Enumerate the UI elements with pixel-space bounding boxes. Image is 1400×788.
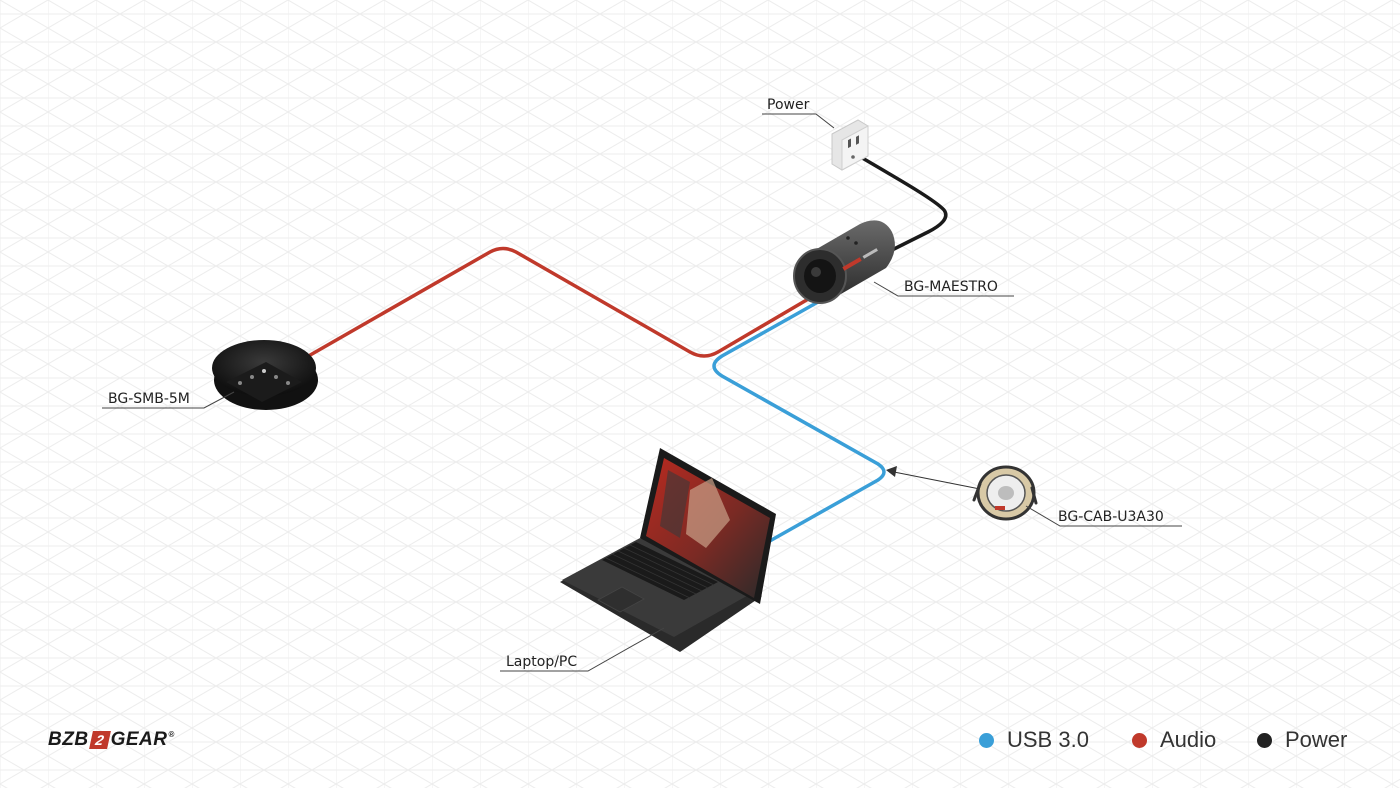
logo-registered: ®: [168, 729, 175, 739]
leader-power: [762, 113, 835, 129]
leader-camera: [873, 281, 1014, 297]
power-outlet-icon: [831, 119, 869, 171]
cable-pointer-line: [893, 471, 986, 491]
legend-dot-power: [1257, 732, 1272, 748]
legend-dot-usb: [979, 732, 994, 748]
label-speakerphone: BG-SMB-5M: [108, 391, 190, 407]
cable-coil-icon: [972, 465, 1038, 521]
leader-laptop: [500, 627, 665, 672]
speakerphone-icon: [212, 340, 318, 410]
legend-label-power: Power: [1285, 727, 1348, 752]
label-camera: BG-MAESTRO: [904, 279, 998, 295]
cable-pointer-arrowhead: [886, 466, 897, 477]
logo-text-pre: BZB: [48, 729, 89, 750]
leader-speakerphone: [102, 391, 235, 409]
audio-cable: [303, 246, 812, 360]
label-cable: BG-CAB-U3A30: [1058, 509, 1164, 525]
legend-item-usb: USB 3.0: [979, 726, 1089, 754]
legend-dot-audio: [1132, 732, 1147, 748]
logo-mark: 2: [88, 731, 111, 749]
usb-cable: [712, 300, 886, 544]
legend-item-audio: Audio: [1132, 726, 1216, 754]
camera-icon: [793, 220, 895, 304]
label-power-outlet: Power: [767, 97, 810, 113]
logo-text-post: GEAR: [110, 729, 168, 750]
laptop-icon: [560, 448, 776, 652]
legend-label-usb: USB 3.0: [1007, 727, 1089, 752]
legend-item-power: Power: [1257, 726, 1347, 754]
label-laptop: Laptop/PC: [506, 654, 578, 670]
leader-cable: [1025, 505, 1182, 527]
power-cable: [850, 150, 948, 254]
legend-label-audio: Audio: [1160, 727, 1217, 752]
